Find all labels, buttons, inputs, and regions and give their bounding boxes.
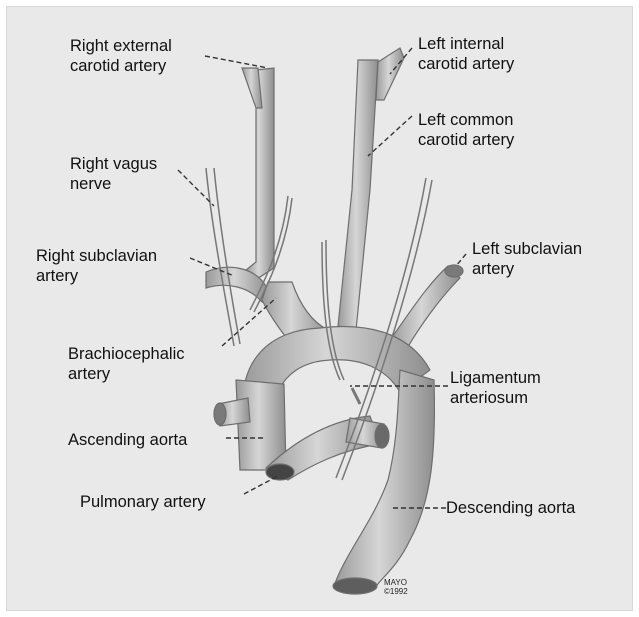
mayo-credit: MAYO ©1992	[384, 578, 408, 596]
label-brachiocephalic-artery: Brachiocephalic artery	[68, 344, 184, 384]
label-ligamentum-arteriosum: Ligamentum arteriosum	[450, 368, 541, 408]
pulmonary-artery-end	[266, 464, 294, 480]
label-right-subclavian-artery: Right subclavian artery	[36, 246, 157, 286]
descending-aorta	[334, 370, 434, 588]
label-left-subclavian-artery: Left subclavian artery	[472, 239, 582, 279]
label-right-vagus-nerve: Right vagus nerve	[70, 154, 157, 194]
label-ascending-aorta: Ascending aorta	[68, 430, 187, 450]
label-descending-aorta: Descending aorta	[446, 498, 575, 518]
left-carotid	[338, 60, 378, 330]
descending-aorta-end	[333, 578, 377, 594]
right-external-carotid-fork	[242, 68, 262, 108]
label-right-external-carotid-artery: Right external carotid artery	[70, 36, 172, 76]
ligamentum-arteriosum	[352, 388, 360, 404]
label-left-internal-carotid-artery: Left internal carotid artery	[418, 34, 514, 74]
left-subclavian-end	[445, 265, 463, 277]
label-left-common-carotid-artery: Left common carotid artery	[418, 110, 514, 150]
label-pulmonary-artery: Pulmonary artery	[80, 492, 206, 512]
